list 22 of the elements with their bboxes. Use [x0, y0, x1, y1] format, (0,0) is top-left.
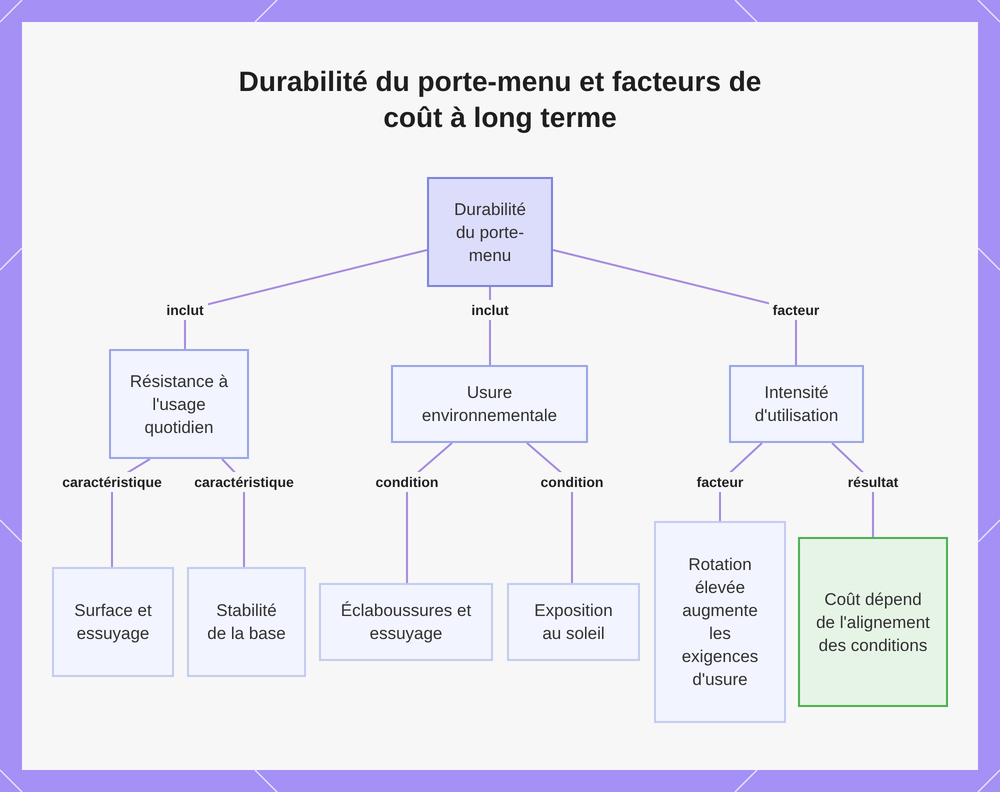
- concept-box: [52, 567, 174, 677]
- node-text: Stabilité de la base: [206, 600, 287, 645]
- node-text: Éclaboussures et essuyage: [340, 600, 472, 645]
- concept-box: [729, 365, 864, 443]
- concept-box: [187, 567, 306, 677]
- node-text: Surface et essuyage: [73, 600, 153, 645]
- node-text: Rotation élevée augmente les exigences d'usure: [680, 554, 760, 691]
- concept-box: [109, 349, 249, 459]
- node-text: Coût dépend de l'alignement des conditions: [816, 588, 930, 656]
- concept-box: [798, 537, 948, 707]
- node-text: Exposition au soleil: [533, 600, 614, 645]
- node-text: Intensité d'utilisation: [754, 382, 840, 427]
- concept-box: [391, 365, 588, 443]
- title: Durabilité du porte-menu et facteurs de coût à long terme: [238, 65, 762, 135]
- node-text: Résistance à l'usage quotidien: [128, 370, 230, 438]
- concept-box: [319, 583, 493, 661]
- concept-box: [427, 177, 553, 287]
- concept-box: [654, 521, 786, 723]
- node-text: Usure environnementale: [420, 382, 558, 427]
- connector-line: [184, 249, 428, 349]
- concept-box: [507, 583, 640, 661]
- node-text: Durabilité du porte-menu: [453, 198, 527, 266]
